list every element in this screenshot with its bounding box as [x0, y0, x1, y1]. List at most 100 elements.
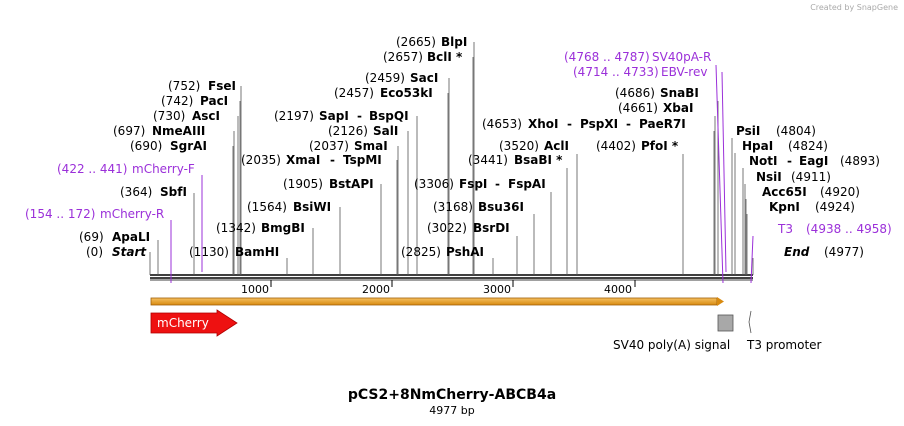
site-noti-isoschizomer: EagI [799, 154, 828, 168]
site-fspi-pos: (3306) [414, 177, 454, 191]
site-bsrdi-name: BsrDI [473, 221, 510, 235]
primer-t3[interactable]: T3 (4938 .. 4958) [777, 222, 892, 236]
feature-sv40-polya[interactable]: SV40 poly(A) signal [613, 314, 734, 352]
site-bsrdi-pos: (3022) [427, 221, 467, 235]
site-xbai-name: XbaI [663, 101, 693, 115]
site-sali[interactable]: (2126) SalI [328, 124, 398, 138]
site-noti[interactable]: NotI - EagI (4893) [749, 154, 880, 168]
site-acli-name: AclI [544, 139, 569, 153]
site-apali[interactable]: (69) ApaLI [79, 230, 150, 244]
site-sbfi-pos: (364) [120, 185, 152, 199]
site-acc65i-pos: (4920) [820, 185, 860, 199]
site-nsii[interactable]: NsiI (4911) [756, 170, 831, 184]
site-end[interactable]: End (4977) [784, 245, 864, 259]
primer-mcherry-f[interactable]: (422 .. 441) mCherry-F [57, 162, 195, 176]
site-psii[interactable]: PsiI (4804) [736, 124, 816, 138]
site-sapi[interactable]: (2197) SapI - BspQI [274, 109, 409, 123]
ruler: 1000 2000 3000 4000 [241, 280, 636, 296]
site-pfoi[interactable]: (4402) PfoI * [596, 139, 679, 153]
site-blpi-pos: (2665) [396, 35, 436, 49]
site-paci[interactable]: (742) PacI [161, 94, 228, 108]
primer-mcherry-f-range: (422 .. 441) [57, 162, 127, 176]
site-smai-pos: (2037) [309, 139, 349, 153]
site-xhoi-isoschizomer-2: PaeR7I [639, 117, 686, 131]
site-xbai[interactable]: (4661) XbaI [618, 101, 693, 115]
site-sgrai[interactable]: (690) SgrAI [130, 139, 207, 153]
site-psii-pos: (4804) [776, 124, 816, 138]
site-bsiwi[interactable]: (1564) BsiWI [247, 200, 331, 214]
feature-mcherry[interactable]: mCherry [150, 309, 238, 337]
plasmid-name: pCS2+8NmCherry-ABCB4a [348, 387, 556, 403]
feature-t3-promoter[interactable]: T3 promoter [746, 310, 822, 352]
site-bcli-name: BclI * [427, 50, 463, 64]
site-xbai-pos: (4661) [618, 101, 658, 115]
site-sgrai-pos: (690) [130, 139, 162, 153]
site-bsu36i-pos: (3168) [433, 200, 473, 214]
site-kpni[interactable]: KpnI (4924) [769, 200, 855, 214]
site-smai[interactable]: (2037) SmaI [309, 139, 388, 153]
site-fspi[interactable]: (3306) FspI - FspAI [414, 177, 546, 191]
site-pshai[interactable]: (2825) PshAI [401, 245, 484, 259]
site-saci[interactable]: (2459) SacI [365, 71, 438, 85]
site-sapi-pos: (2197) [274, 109, 314, 123]
primer-ebv-rev[interactable]: (4714 .. 4733) EBV-rev [573, 65, 707, 79]
site-nmeaiii[interactable]: (697) NmeAIII [113, 124, 205, 138]
site-xmai[interactable]: (2035) XmaI - TspMI [241, 153, 382, 167]
ruler-tick-3000: 3000 [483, 283, 511, 296]
site-bcli[interactable]: (2657) BclI * [383, 50, 463, 64]
site-acc65i[interactable]: Acc65I (4920) [762, 185, 860, 199]
site-bsu36i[interactable]: (3168) Bsu36I [433, 200, 524, 214]
site-bsu36i-name: Bsu36I [478, 200, 524, 214]
site-paci-pos: (742) [161, 94, 193, 108]
cut-site-lines [149, 42, 754, 275]
primer-sv40pa-r[interactable]: (4768 .. 4787) SV40pA-R [564, 50, 711, 64]
site-start[interactable]: (0) Start [86, 245, 147, 259]
site-bmgbi[interactable]: (1342) BmgBI [216, 221, 305, 235]
orf-arrow[interactable] [150, 297, 724, 306]
ruler-tick-1000: 1000 [241, 283, 269, 296]
site-bstapi[interactable]: (1905) BstAPI [283, 177, 374, 191]
svg-text:-: - [626, 117, 631, 131]
site-asci-pos: (730) [153, 109, 185, 123]
site-apali-name: ApaLI [112, 230, 150, 244]
site-nmeaiii-pos: (697) [113, 124, 145, 138]
sequence-backbone [150, 274, 753, 281]
primer-sv40pa-r-range: (4768 .. 4787) [564, 50, 650, 64]
site-bsrdi[interactable]: (3022) BsrDI [427, 221, 510, 235]
site-sbfi[interactable]: (364) SbfI [120, 185, 187, 199]
site-sapi-isoschizomer: BspQI [369, 109, 409, 123]
primer-ebv-rev-name: EBV-rev [661, 65, 707, 79]
site-acli[interactable]: (3520) AclI [499, 139, 569, 153]
site-paci-name: PacI [200, 94, 228, 108]
site-xhoi[interactable]: (4653) XhoI - PspXI - PaeR7I [482, 117, 686, 131]
site-sali-pos: (2126) [328, 124, 368, 138]
site-saci-pos: (2459) [365, 71, 405, 85]
site-snabi[interactable]: (4686) SnaBI [615, 86, 699, 100]
svg-text:-: - [330, 153, 335, 167]
site-eco53ki-pos: (2457) [334, 86, 374, 100]
site-bstapi-pos: (1905) [283, 177, 323, 191]
svg-text:-: - [495, 177, 500, 191]
site-bamhi[interactable]: (1130) BamHI [189, 245, 279, 259]
snapgene-credit: Created by SnapGene [810, 3, 898, 12]
plasmid-size: 4977 bp [429, 404, 474, 417]
site-bmgbi-pos: (1342) [216, 221, 256, 235]
site-bsabi[interactable]: (3441) BsaBI * [468, 153, 563, 167]
site-acli-pos: (3520) [499, 139, 539, 153]
site-kpni-name: KpnI [769, 200, 800, 214]
site-blpi[interactable]: (2665) BlpI [396, 35, 467, 49]
site-end-pos: (4977) [824, 245, 864, 259]
primer-lines [170, 64, 754, 284]
site-hpai[interactable]: HpaI (4824) [742, 139, 828, 153]
site-fsei[interactable]: (752) FseI [168, 79, 236, 93]
site-xmai-isoschizomer: TspMI [343, 153, 382, 167]
site-fspi-name: FspI [459, 177, 487, 191]
site-eco53ki[interactable]: (2457) Eco53kI [334, 86, 433, 100]
site-pfoi-name: PfoI * [641, 139, 679, 153]
site-pshai-pos: (2825) [401, 245, 441, 259]
site-bamhi-pos: (1130) [189, 245, 229, 259]
svg-text:-: - [357, 109, 362, 123]
site-asci[interactable]: (730) AscI [153, 109, 220, 123]
site-xmai-name: XmaI [286, 153, 320, 167]
primer-mcherry-r[interactable]: (154 .. 172) mCherry-R [25, 207, 164, 221]
